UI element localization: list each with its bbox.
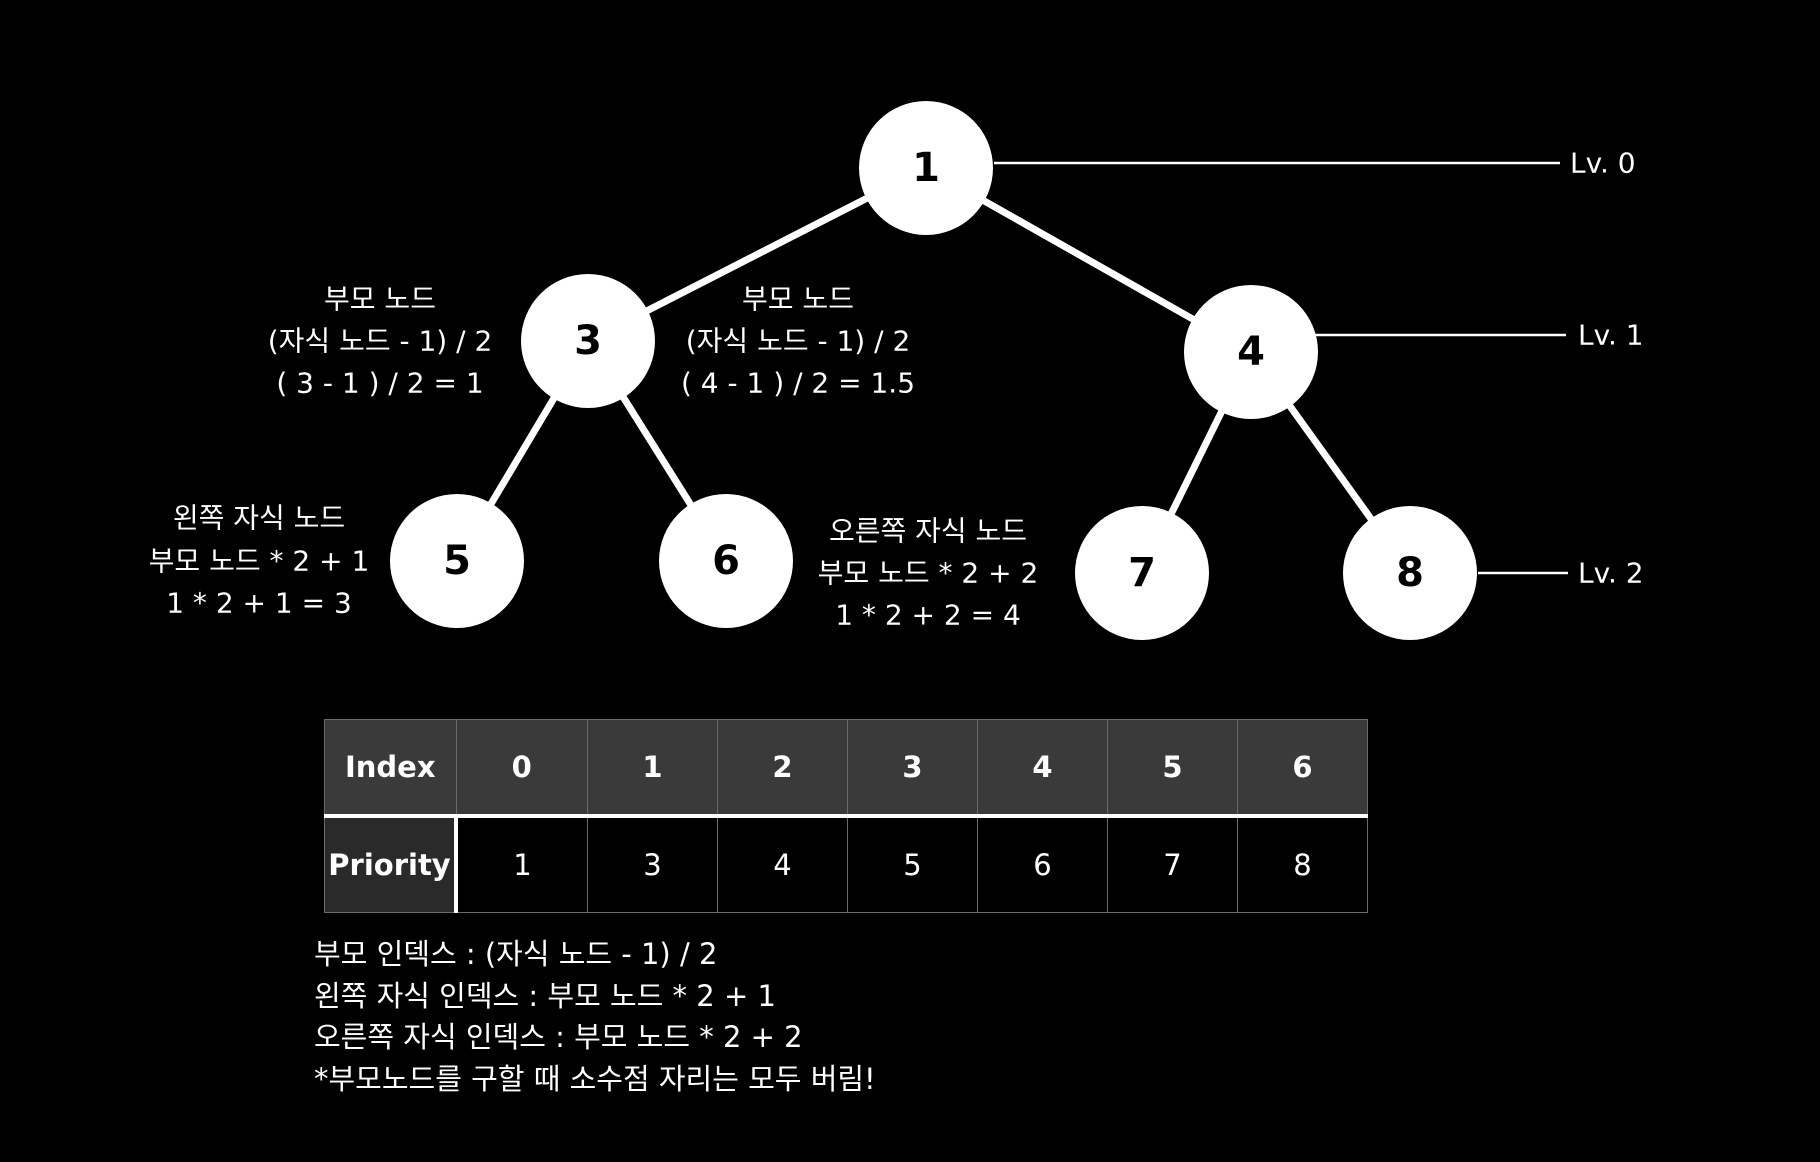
index-cell: 3 — [847, 719, 978, 818]
formula-notes: 부모 인덱스 : (자식 노드 - 1) / 2 왼쪽 자식 인덱스 : 부모 … — [314, 934, 876, 1100]
level-label: Lv. 2 — [1578, 557, 1644, 590]
note-line: 왼쪽 자식 인덱스 : 부모 노드 * 2 + 1 — [314, 978, 776, 1013]
annotation-line: 부모 노드 * 2 + 1 — [149, 545, 370, 578]
index-cell: 0 — [455, 719, 588, 818]
tree-node: 8 — [1343, 506, 1477, 640]
annotation-line: 부모 노드 — [324, 283, 436, 316]
index-cell: 1 — [587, 719, 718, 818]
priority-cell: 4 — [717, 815, 848, 913]
index-cell: 2 — [717, 719, 848, 818]
heap-array-table: Index 0 1 2 3 4 5 6 Priority 1 3 4 5 6 7… — [324, 719, 1368, 913]
priority-cell: 5 — [847, 815, 978, 913]
priority-cell: 7 — [1107, 815, 1238, 913]
level-label: Lv. 0 — [1570, 147, 1636, 180]
index-cell: 4 — [977, 719, 1108, 818]
priority-row: Priority 1 3 4 5 6 7 8 — [324, 815, 1368, 913]
annotation-line: 오른쪽 자식 노드 — [829, 515, 1027, 548]
tree-node: 3 — [521, 274, 655, 408]
annotation-line: ( 4 - 1 ) / 2 = 1.5 — [681, 367, 915, 400]
note-line: 부모 인덱스 : (자식 노드 - 1) / 2 — [314, 937, 718, 971]
annotation-line: (자식 노드 - 1) / 2 — [686, 325, 911, 358]
annotation-line: 왼쪽 자식 노드 — [173, 502, 345, 535]
node-label: 3 — [574, 318, 602, 364]
parent-formula-annotation-right: 부모 노드 (자식 노드 - 1) / 2 ( 4 - 1 ) / 2 = 1.… — [681, 283, 915, 400]
right-child-annotation: 오른쪽 자식 노드 부모 노드 * 2 + 2 1 * 2 + 2 = 4 — [818, 515, 1039, 632]
index-row: Index 0 1 2 3 4 5 6 — [324, 719, 1368, 818]
index-cell: 5 — [1107, 719, 1238, 818]
tree-node: 4 — [1184, 285, 1318, 419]
priority-cell: 6 — [977, 815, 1108, 913]
annotation-line: (자식 노드 - 1) / 2 — [268, 325, 493, 358]
parent-formula-annotation-left: 부모 노드 (자식 노드 - 1) / 2 ( 3 - 1 ) / 2 = 1 — [268, 283, 493, 400]
level-label: Lv. 1 — [1578, 319, 1644, 352]
annotation-line: ( 3 - 1 ) / 2 = 1 — [276, 367, 483, 400]
left-child-annotation: 왼쪽 자식 노드 부모 노드 * 2 + 1 1 * 2 + 1 = 3 — [149, 502, 370, 620]
annotation-line: 부모 노드 * 2 + 2 — [818, 557, 1039, 590]
node-label: 7 — [1128, 550, 1156, 596]
annotation-line: 1 * 2 + 1 = 3 — [166, 587, 352, 620]
tree-node: 1 — [859, 101, 993, 235]
annotation-line: 1 * 2 + 2 = 4 — [835, 599, 1021, 632]
node-label: 6 — [712, 538, 740, 584]
index-header-cell: Index — [324, 719, 457, 818]
node-label: 1 — [912, 145, 940, 191]
tree-node: 5 — [390, 494, 524, 628]
tree-node: 6 — [659, 494, 793, 628]
priority-cell: 8 — [1237, 815, 1368, 913]
node-label: 5 — [443, 538, 471, 584]
priority-header-cell: Priority — [324, 815, 458, 913]
priority-cell: 3 — [587, 815, 718, 913]
tree-node: 7 — [1075, 506, 1209, 640]
index-cell: 6 — [1237, 719, 1368, 818]
priority-cell: 1 — [455, 815, 588, 913]
note-line: 오른쪽 자식 인덱스 : 부모 노드 * 2 + 2 — [314, 1020, 803, 1054]
node-label: 4 — [1237, 329, 1265, 375]
annotation-line: 부모 노드 — [742, 283, 854, 316]
note-line: *부모노드를 구할 때 소수점 자리는 모두 버림! — [314, 1061, 876, 1096]
node-label: 8 — [1396, 550, 1424, 596]
